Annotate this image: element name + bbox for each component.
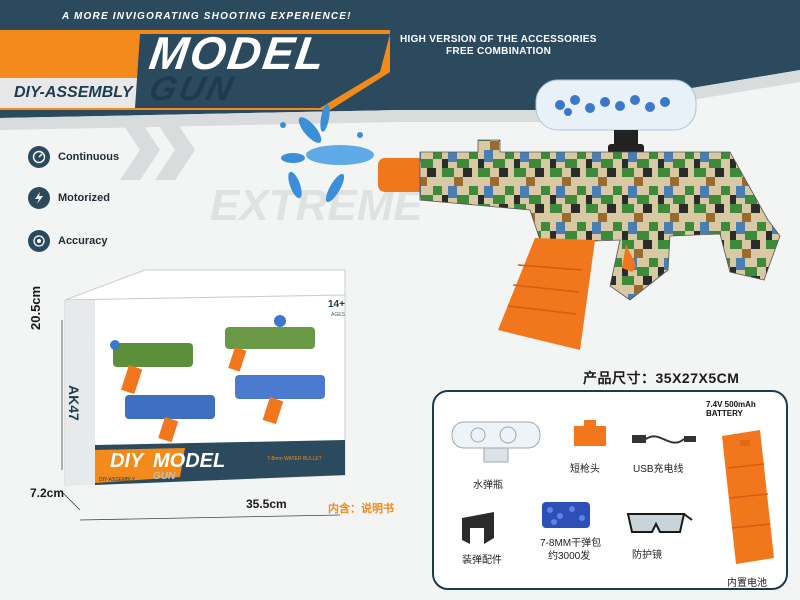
gauge-icon — [28, 146, 50, 168]
box-gun-camo-2 — [225, 327, 315, 349]
goggles-icon — [626, 513, 693, 533]
battery-spec-line2: BATTERY — [706, 409, 743, 418]
header-banner — [0, 0, 800, 130]
accessory-label-gel-balls-count: 约3000发 — [548, 551, 591, 562]
box-title-gun: GUN — [153, 471, 176, 482]
box-gun-blue-2 — [235, 375, 325, 399]
product-box-illustration: AK47 14+ AGES DIY MODEL GUN DIY-ASSEMBLY… — [64, 269, 346, 486]
trigger — [622, 244, 636, 272]
feature-label: Continuous — [58, 151, 120, 163]
battery-spec: 7.4V 500mAh BATTERY — [706, 400, 756, 418]
box-gun-blue-1 — [125, 395, 215, 419]
box-height-label: 20.5cm — [28, 285, 43, 330]
contents-label: 内含：说明书 — [328, 503, 394, 515]
box-side-text: AK47 — [66, 385, 82, 421]
feature-label: Accuracy — [58, 235, 108, 247]
water-splash-illustration — [280, 104, 374, 203]
accessories-headline-1: HIGH VERSION OF THE ACCESSORIES — [400, 34, 597, 45]
magazine — [498, 238, 595, 350]
product-size-label: 产品尺寸：35X27X5CM — [583, 370, 740, 386]
battery-magazine-icon — [722, 430, 774, 564]
water-bottle-scope-icon — [451, 421, 541, 463]
target-icon — [28, 230, 50, 252]
feature-motorized: Motorized — [28, 187, 110, 209]
box-title-diy: DIY — [110, 450, 145, 472]
feature-accuracy: Accuracy — [28, 230, 108, 252]
box-title-model: MODEL — [153, 450, 225, 472]
muzzle-cap — [378, 158, 426, 192]
box-age: 14+ — [328, 299, 345, 310]
battery-spec-line1: 7.4V 500mAh — [706, 400, 756, 409]
accessories-headline-2: FREE COMBINATION — [446, 46, 552, 57]
usb-cable-icon — [632, 435, 696, 444]
accessory-label-short-muzzle: 短枪头 — [570, 464, 600, 475]
box-subtitle: DIY-ASSEMBLY — [99, 477, 136, 483]
short-muzzle-icon — [574, 420, 606, 446]
loader-icon — [462, 512, 494, 544]
box-age-sub: AGES — [331, 312, 346, 318]
water-scope — [535, 79, 697, 154]
title-subtitle: DIY-ASSEMBLY — [14, 84, 133, 101]
feature-label: Motorized — [58, 192, 110, 204]
tagline: A MORE INVIGORATING SHOOTING EXPERIENCE! — [62, 11, 352, 22]
gel-ball-pack-icon — [542, 502, 590, 528]
accessory-label-gel-balls: 7-8MM干弹包 — [540, 538, 602, 549]
accessory-label-loader: 装弹配件 — [462, 555, 502, 566]
box-water-bullet: 7-8mm WATER BULLET — [267, 456, 322, 462]
box-width-label: 35.5cm — [246, 497, 287, 511]
dimension-lines — [59, 320, 341, 521]
accessory-label-water-bottle: 水弹瓶 — [473, 480, 503, 491]
accessory-label-goggles: 防护镜 — [632, 550, 662, 561]
lightning-icon — [28, 187, 50, 209]
accessory-label-battery: 内置电池 — [727, 578, 767, 589]
box-depth-label: 7.2cm — [30, 486, 65, 500]
title-gun: GUN — [145, 70, 240, 108]
box-gun-camo-1 — [113, 343, 193, 367]
main-toy-gun-illustration — [378, 79, 781, 350]
accessory-label-usb-cable: USB充电线 — [633, 464, 684, 475]
feature-continuous: Continuous — [28, 146, 119, 168]
title-diy: DIY — [36, 27, 124, 79]
